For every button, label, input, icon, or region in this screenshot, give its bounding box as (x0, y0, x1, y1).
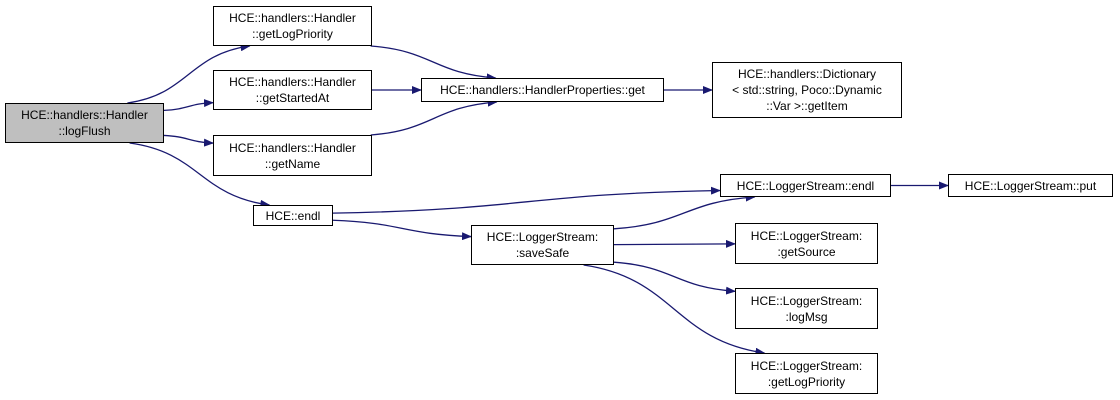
node-label-line: HCE::handlers::HandlerProperties::get (440, 83, 645, 97)
node-label-line: HCE::endl (265, 208, 321, 223)
node-label-line: HCE::handlers::Handler (229, 140, 356, 155)
node-loggerstream-getsource[interactable]: HCE::LoggerStream::getSource (735, 223, 878, 264)
node-label-line: ::getStartedAt (255, 91, 330, 105)
node-label-line: :getSource (777, 244, 836, 259)
edge-getName-to-propsGet (370, 98, 498, 136)
node-label-line: :saveSafe (515, 246, 570, 260)
node-label-line: HCE::LoggerStream: (750, 228, 863, 243)
node-label-line: HCE::LoggerStream: (750, 358, 863, 373)
node-label-line: HCE::LoggerStream::put (964, 178, 1097, 193)
edge-getLogPriority-to-propsGet (370, 45, 497, 82)
edge-root-to-endl (129, 142, 271, 208)
edge-lsSaveSafe-to-lsGetSource (613, 239, 736, 248)
node-label-line: HCE::handlers::Handler (229, 11, 356, 25)
node-dictionary-getitem[interactable]: HCE::handlers::Dictionary< std::string, … (712, 62, 902, 118)
edge-root-to-getName (163, 134, 214, 147)
edge-lsSaveSafe-to-lsLogMsg (613, 261, 736, 295)
node-loggerstream-savesafe[interactable]: HCE::LoggerStream::saveSafe (471, 225, 614, 265)
node-handler-getstartedat[interactable]: HCE::handlers::Handler::getStartedAt (213, 70, 372, 110)
edge-lsSaveSafe-to-lsEndl (613, 193, 756, 230)
node-label-line: ::Var >::getItem (766, 99, 848, 113)
edge-endl-to-lsSaveSafe (332, 219, 472, 241)
node-loggerstream-endl[interactable]: HCE::LoggerStream::endl (720, 174, 891, 197)
node-loggerstream-put[interactable]: HCE::LoggerStream::put (948, 174, 1113, 197)
node-handler-getlogpriority[interactable]: HCE::handlers::Handler::getLogPriority (213, 6, 372, 46)
node-label-line: HCE::LoggerStream::endl (736, 178, 875, 193)
node-handler-getname[interactable]: HCE::handlers::Handler::getName (213, 135, 372, 176)
node-hce-endl[interactable]: HCE::endl (253, 205, 333, 226)
node-label-line: HCE::LoggerStream: (750, 293, 863, 308)
node-label-line: < std::string, Poco::Dynamic (732, 83, 882, 97)
node-label-line: ::getLogPriority (252, 27, 333, 41)
node-loggerstream-logmsg[interactable]: HCE::LoggerStream::logMsg (735, 288, 878, 329)
edge-root-to-getStartedAt (163, 99, 214, 112)
node-label-line: :getLogPriority (767, 374, 846, 389)
node-label-line: :logMsg (785, 309, 828, 324)
node-label-line: HCE::handlers::Dictionary (737, 67, 877, 81)
node-label-line: ::getName (264, 156, 321, 171)
node-label-line: HCE::LoggerStream: (486, 230, 599, 244)
node-handlerproperties-get[interactable]: HCE::handlers::HandlerProperties::get (421, 78, 664, 102)
node-loggerstream-getlogpriority[interactable]: HCE::LoggerStream::getLogPriority (735, 353, 878, 394)
node-label-line: HCE::handlers::Handler (229, 75, 356, 89)
edge-root-to-getLogPriority (127, 43, 251, 104)
node-label-line: ::logFlush (58, 124, 111, 138)
edge-endl-to-lsEndl (332, 186, 721, 214)
node-label-line: HCE::handlers::Handler (21, 108, 148, 122)
node-handler-logflush[interactable]: HCE::handlers::Handler::logFlush (5, 103, 164, 143)
edge-lsSaveSafe-to-lsGetLogPriority (583, 264, 766, 356)
